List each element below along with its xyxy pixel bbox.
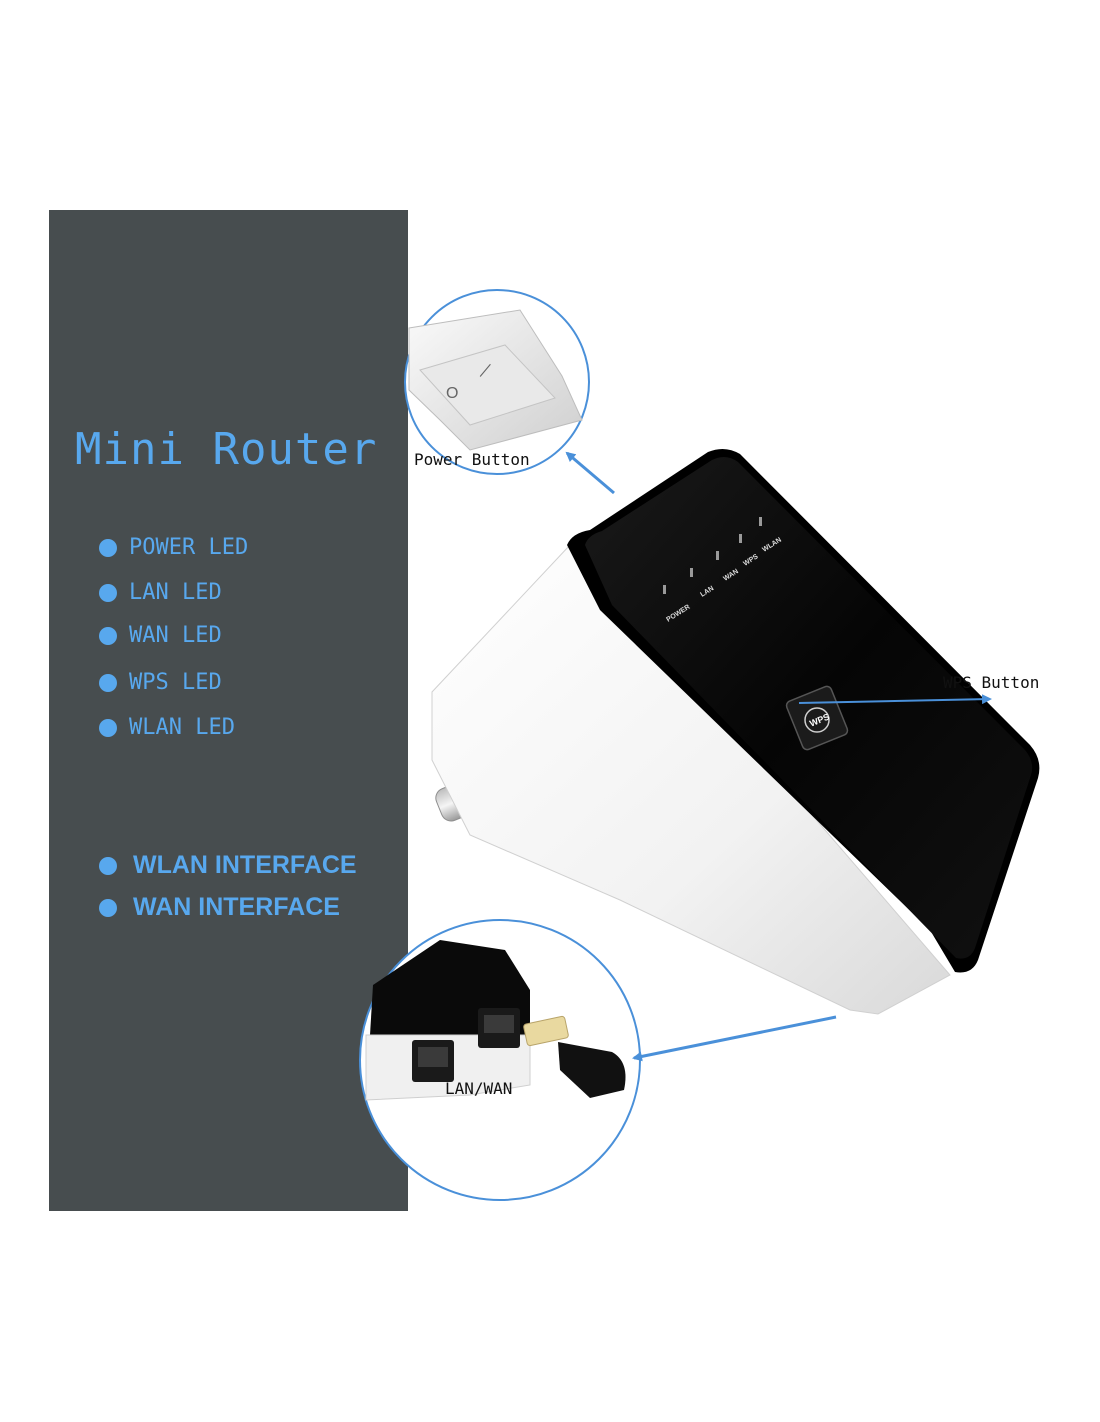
led-indicator-wan	[716, 551, 719, 560]
led-list-label: WAN LED	[129, 623, 222, 648]
interface-list-label: WAN INTERFACE	[133, 893, 340, 921]
lan-wan-arrow	[632, 1015, 837, 1062]
led-list-item-wlan: WLAN LED	[99, 715, 235, 740]
interface-list-item-wan: WAN INTERFACE	[99, 893, 340, 922]
power-switch-inset: O —	[404, 289, 590, 475]
wps-circle-icon	[804, 707, 830, 733]
bullet-dot-icon	[99, 538, 117, 557]
ethernet-plug-icon	[523, 1015, 569, 1047]
power-button-callout: Power Button	[414, 450, 530, 469]
led-list-item-lan: LAN LED	[99, 580, 222, 605]
page-title: Mini Router	[75, 424, 378, 475]
lan-wan-inset	[359, 919, 641, 1201]
led-list-item-wan: WAN LED	[99, 623, 222, 648]
led-indicator-lan	[690, 568, 693, 577]
bullet-dot-icon	[99, 856, 117, 875]
power-button-arrow	[565, 451, 615, 495]
bullet-dot-icon	[99, 673, 117, 692]
led-indicator-wps	[739, 534, 742, 543]
switch-off-symbol: O	[446, 385, 458, 402]
left-info-panel	[49, 210, 408, 1211]
wps-button-callout: WPS Button	[943, 673, 1040, 692]
led-list-item-power: POWER LED	[99, 535, 248, 560]
led-list-label: WPS LED	[129, 670, 222, 695]
bullet-dot-icon	[99, 626, 117, 645]
ethernet-cable-icon	[558, 1042, 626, 1098]
led-indicator-power	[663, 585, 666, 594]
bullet-dot-icon	[99, 898, 117, 917]
lan-wan-callout: LAN/WAN	[445, 1079, 513, 1098]
led-list-label: WLAN LED	[129, 715, 235, 740]
bullet-dot-icon	[99, 718, 117, 737]
led-list-label: POWER LED	[129, 535, 249, 560]
led-list-item-wps: WPS LED	[99, 670, 222, 695]
led-list-label: LAN LED	[129, 580, 222, 605]
interface-list-item-wlan: WLAN INTERFACE	[99, 851, 357, 880]
interface-list-label: WLAN INTERFACE	[133, 851, 357, 879]
led-indicator-wlan	[759, 517, 762, 526]
bullet-dot-icon	[99, 583, 117, 602]
wps-button-arrow	[798, 694, 992, 705]
